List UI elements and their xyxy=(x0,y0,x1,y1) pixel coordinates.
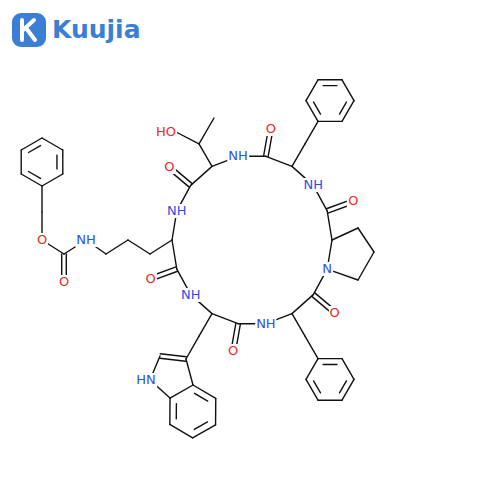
ring-bond xyxy=(29,172,41,179)
bond xyxy=(292,295,313,314)
ring-bond xyxy=(42,174,63,186)
atom-label: O xyxy=(163,160,175,174)
atom-label: NH xyxy=(255,317,277,331)
logo-badge xyxy=(12,13,46,47)
bond xyxy=(266,156,292,166)
ring-bond xyxy=(306,80,318,101)
ring-bond xyxy=(306,379,318,400)
bond xyxy=(186,359,193,385)
ring-bond xyxy=(21,138,42,150)
ring-bond xyxy=(193,425,216,438)
ring-bond xyxy=(215,398,217,424)
ring-bond xyxy=(306,359,318,380)
double-bond xyxy=(160,354,186,357)
ring-bond xyxy=(342,359,354,380)
bond xyxy=(327,211,332,240)
atom-label: N xyxy=(321,262,333,276)
atom-label: O xyxy=(329,306,341,320)
ring-bond xyxy=(62,150,63,174)
atom-label: NH xyxy=(303,178,325,192)
logo-icon xyxy=(12,13,46,47)
atom-label: O xyxy=(58,275,70,289)
atom-label: O xyxy=(144,272,156,286)
atom-label: O xyxy=(347,194,359,208)
ring-bond xyxy=(318,358,342,359)
ring-bond xyxy=(340,102,347,114)
ring-bond xyxy=(314,381,321,393)
bond xyxy=(199,314,212,337)
bond xyxy=(128,240,150,254)
bond xyxy=(150,240,172,254)
bond xyxy=(332,228,358,240)
ring-bond xyxy=(318,121,342,122)
bond xyxy=(106,240,128,254)
bond xyxy=(191,166,212,185)
bond xyxy=(212,314,238,324)
ring-bond xyxy=(194,422,207,430)
atom-label: NH xyxy=(227,149,249,163)
ring-bond xyxy=(21,150,22,174)
atom-label: O xyxy=(227,344,239,358)
atom-label: O xyxy=(36,233,48,247)
bond xyxy=(358,228,374,252)
ring-bond xyxy=(21,174,42,186)
ring-bond xyxy=(195,393,208,401)
bond xyxy=(176,132,199,144)
ring-bond xyxy=(318,79,342,80)
atom-label: NH xyxy=(75,233,97,247)
bond xyxy=(199,118,214,144)
ring-bond xyxy=(170,385,193,398)
ring-bond xyxy=(323,364,337,365)
ring-bond xyxy=(318,399,342,400)
ring-bond xyxy=(176,404,178,419)
bond xyxy=(41,186,42,212)
ring-bond xyxy=(323,85,337,86)
bond xyxy=(172,240,177,269)
bond xyxy=(186,336,199,359)
bond xyxy=(292,314,305,337)
atom-label: HO xyxy=(155,125,177,139)
ring-bond xyxy=(42,138,63,150)
bond xyxy=(199,144,212,167)
bond xyxy=(358,252,374,280)
ring-bond xyxy=(170,424,193,437)
atom-label: NH xyxy=(166,204,188,218)
ring-bond xyxy=(340,381,347,393)
bond xyxy=(292,144,305,167)
atom-label: NH xyxy=(180,288,202,302)
bonds xyxy=(21,80,374,438)
watermark: Kuujia xyxy=(52,15,141,45)
ring-bond xyxy=(342,101,354,122)
atom-label: HN xyxy=(135,373,157,387)
ring-bond xyxy=(169,398,171,424)
bond xyxy=(305,121,318,144)
atom-label: O xyxy=(265,122,277,136)
ring-bond xyxy=(56,155,57,169)
double-bond xyxy=(160,358,186,361)
ring-bond xyxy=(306,101,318,122)
ring-bond xyxy=(193,385,216,398)
logo-mark xyxy=(22,20,35,40)
ring-bond xyxy=(314,102,321,114)
ring-bond xyxy=(29,146,41,153)
ring-bond xyxy=(342,80,354,101)
ring-bond xyxy=(342,379,354,400)
bond xyxy=(305,336,318,359)
